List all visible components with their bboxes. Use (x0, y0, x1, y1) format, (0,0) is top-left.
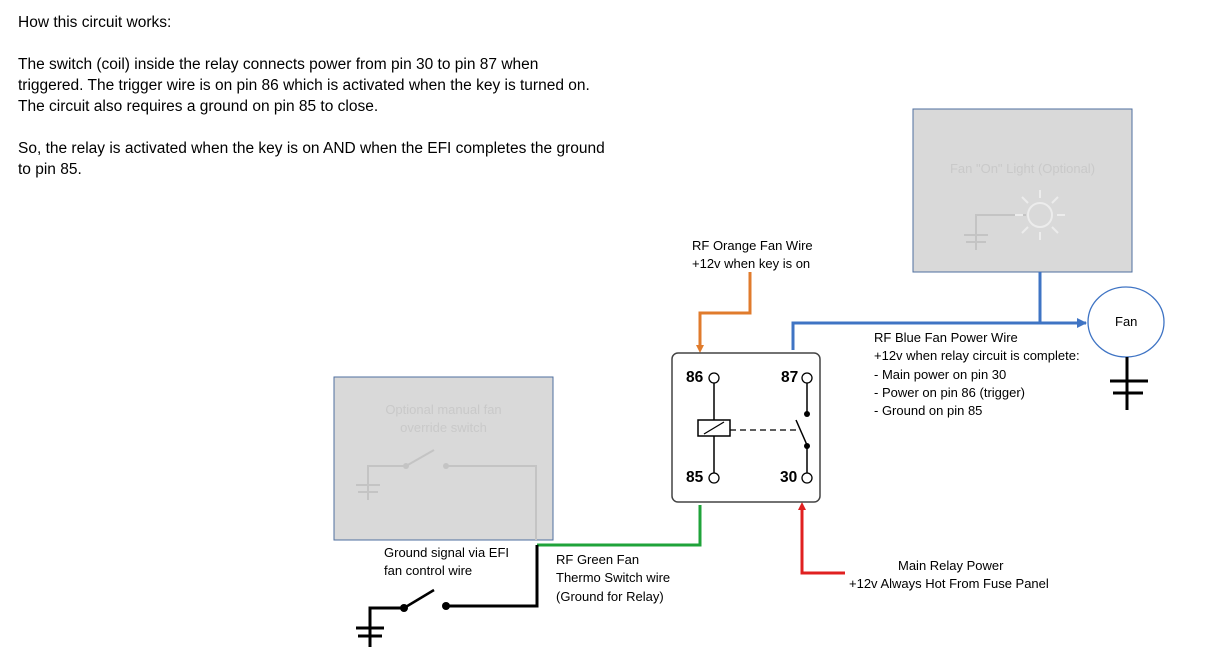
intro-heading: How this circuit works: (18, 14, 172, 31)
light-bulb-icon (1015, 190, 1065, 240)
intro-text: How this circuit works: The switch (coil… (18, 12, 658, 180)
fan-label: Fan (1115, 314, 1138, 329)
orange-label-line1: RF Orange Fan Wire (692, 238, 813, 253)
green-label-line3: (Ground for Relay) (556, 589, 664, 604)
main-power-label-line1: Main Relay Power (898, 558, 1004, 573)
ground-label-line1: Ground signal via EFI (384, 545, 510, 560)
blue-wire (791, 318, 1087, 350)
intro-para1-line1: The switch (coil) inside the relay conne… (18, 56, 539, 73)
blue-label-line4: - Power on pin 86 (trigger) (874, 385, 1026, 400)
fan (1087, 286, 1165, 410)
pin-87-label: 87 (781, 369, 799, 386)
intro-para1-line2: triggered. The trigger wire is on pin 86… (18, 77, 590, 94)
intro-para1-line3: The circuit also requires a ground on pi… (18, 98, 379, 115)
green-label-line1: RF Green Fan (556, 552, 640, 567)
intro-para2-line2: to pin 85. (18, 161, 82, 178)
efi-ground-switch (356, 545, 539, 647)
ground-label-line2: fan control wire (384, 563, 473, 578)
blue-label-line3: - Main power on pin 30 (874, 367, 1007, 382)
fan-light-box (912, 108, 1133, 273)
blue-label-line5: - Ground on pin 85 (874, 403, 983, 418)
override-switch-box (333, 376, 554, 541)
pin-30-label: 30 (780, 469, 798, 486)
main-power-label-line2: +12v Always Hot From Fuse Panel (849, 576, 1049, 591)
pin-86-label: 86 (686, 369, 704, 386)
pin-85-label: 85 (686, 469, 704, 486)
fan-light-label: Fan "On" Light (Optional) (949, 161, 1096, 176)
override-label-line2: override switch (400, 420, 487, 435)
intro-para2-line1: So, the relay is activated when the key … (18, 140, 605, 157)
green-label-line2: Thermo Switch wire (556, 570, 671, 585)
orange-wire (696, 272, 752, 353)
green-wire (537, 505, 702, 547)
blue-label-line2: +12v when relay circuit is complete: (874, 348, 1080, 363)
override-label-line1: Optional manual fan (385, 402, 502, 417)
relay (671, 352, 821, 503)
red-wire (798, 502, 845, 575)
blue-label-line1: RF Blue Fan Power Wire (874, 330, 1018, 345)
orange-label-line2: +12v when key is on (692, 256, 811, 271)
